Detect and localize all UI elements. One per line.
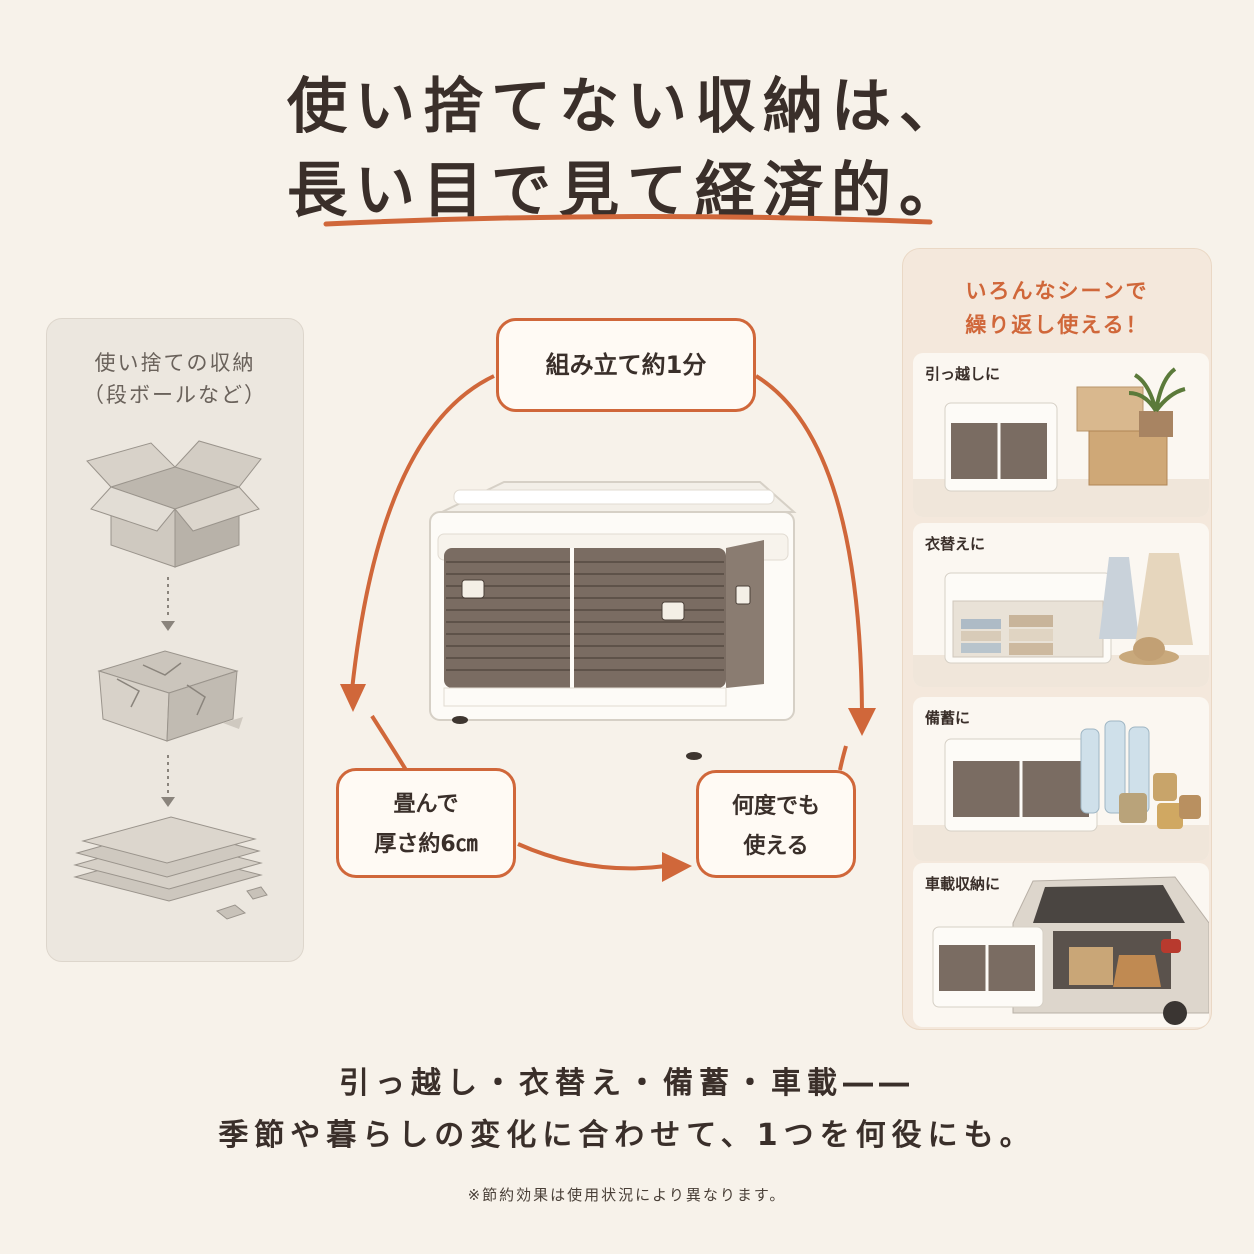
scene-car-storage: 車載収納に	[913, 863, 1209, 1027]
damaged-box-icon	[97, 650, 243, 742]
moving-scene-illustration	[913, 367, 1209, 517]
right-panel-title-line-2: 繰り返し使える！	[965, 313, 1149, 337]
cardboard-box-icon	[86, 440, 262, 568]
foldable-storage-box	[429, 481, 797, 760]
scene-label: 車載収納に	[925, 875, 1001, 893]
footer-line-1: 引っ越し・衣替え・備蓄・車載――	[339, 1066, 915, 1101]
clothes-scene-illustration	[913, 553, 1209, 687]
headline-underline	[323, 213, 933, 227]
assembly-time-badge: 組み立て約1分	[496, 318, 756, 412]
headline-line-1: 使い捨てない収納は、	[287, 72, 967, 142]
disclaimer-note: ※節約効果は使用状況により異なります。	[467, 1186, 787, 1204]
reusable-line-1: 何度でも	[731, 794, 820, 819]
stockpile-scene-illustration	[913, 720, 1209, 861]
left-panel-title-line-2: （段ボールなど）	[83, 383, 267, 407]
scene-moving: 引っ越しに	[913, 353, 1209, 517]
disposable-storage-panel: 使い捨ての収納 （段ボールなど）	[46, 318, 304, 962]
fold-thickness-line-2: 厚さ約6㎝	[374, 832, 478, 857]
reusable-line-2: 使える	[743, 834, 809, 859]
usage-scenes-panel: いろんなシーンで 繰り返し使える！ 引っ越しに 衣替えに	[902, 248, 1212, 1030]
scene-label: 引っ越しに	[925, 365, 1001, 383]
flattened-cardboard-icon	[73, 816, 268, 920]
car-scene-illustration	[932, 876, 1209, 1025]
right-panel-title-line-1: いろんなシーンで	[965, 279, 1149, 303]
footer-line-2: 季節や暮らしの変化に合わせて、1つを何役にも。	[218, 1118, 1036, 1153]
fold-thickness-line-1: 畳んで	[393, 792, 459, 817]
scene-seasonal-change: 衣替えに	[913, 523, 1209, 687]
scene-label: 衣替えに	[925, 535, 986, 553]
scene-label: 備蓄に	[925, 709, 971, 727]
assembly-time-label: 組み立て約1分	[545, 351, 707, 379]
reusable-badge: 何度でも 使える	[696, 770, 856, 878]
scene-stockpile: 備蓄に	[913, 697, 1209, 861]
cardboard-illustrations	[73, 440, 268, 920]
fold-thickness-badge: 畳んで 厚さ約6㎝	[336, 768, 516, 878]
left-panel-title-line-1: 使い捨ての収納	[94, 351, 256, 375]
